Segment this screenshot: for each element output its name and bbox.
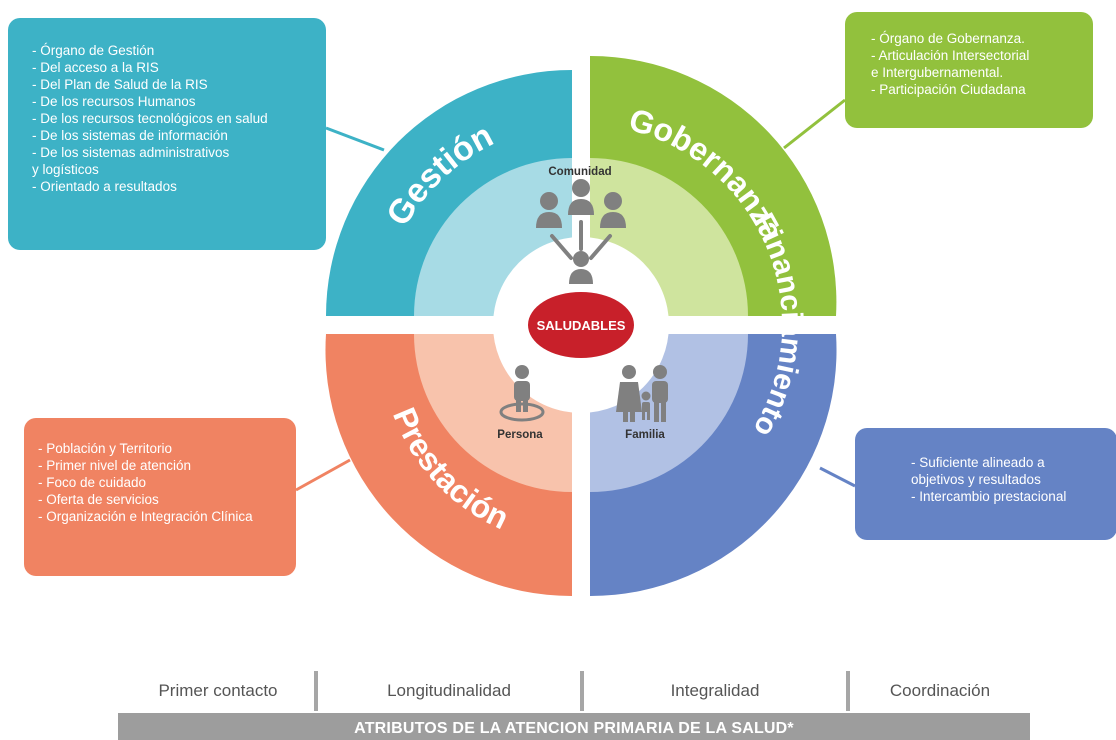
- attributes-bar: ATRIBUTOS DE LA ATENCION PRIMARIA DE LA …: [118, 713, 1030, 740]
- connector-financiamiento: [819, 466, 856, 488]
- connector-gobernanza: [783, 98, 846, 150]
- familia-icon: [616, 365, 668, 422]
- saludables-ellipse: [528, 292, 634, 358]
- connector-gestion: [325, 126, 385, 152]
- gobernanza-list: - Órgano de Gobernanza. - Articulación In…: [871, 30, 1083, 98]
- comunidad-label: Comunidad: [548, 166, 611, 178]
- financiamiento-item: - Intercambio prestacional: [911, 489, 1067, 504]
- gestion-item: - De los sistemas administrativos y logí…: [32, 145, 230, 177]
- prestacion-item: - Organización e Integración Clínica: [38, 509, 253, 524]
- gestion-item: - De los recursos tecnológicos en salud: [32, 111, 268, 126]
- gobernanza-item: - Órgano de Gobernanza.: [871, 31, 1025, 46]
- attribute-separator: [846, 671, 850, 711]
- financiamiento-box: - Suficiente alineado a objetivos y resu…: [855, 428, 1116, 540]
- gestion-list: - Órgano de Gestión - Del acceso a la RIS…: [32, 42, 316, 195]
- gestion-item: - De los sistemas de información: [32, 128, 228, 143]
- gobernanza-item: - Articulación Intersectorial e Intergub…: [871, 48, 1030, 80]
- individual-person-icon: [569, 251, 593, 284]
- connection-lines-icon: [550, 220, 612, 260]
- persona-icon: [499, 365, 545, 422]
- familia-label: Familia: [625, 429, 665, 441]
- prestacion-box: - Población y Territorio - Primer nivel d…: [24, 418, 296, 576]
- gestion-item: - Del acceso a la RIS: [32, 60, 159, 75]
- gestion-item: - Del Plan de Salud de la RIS: [32, 77, 208, 92]
- gestion-item: - Orientado a resultados: [32, 179, 177, 194]
- attribute-integralidad: Integralidad: [670, 681, 760, 700]
- gobernanza-item: - Participación Ciudadana: [871, 82, 1026, 97]
- attribute-separator: [580, 671, 584, 711]
- financiamiento-list: - Suficiente alineado a objetivos y resu…: [865, 454, 1107, 505]
- prestacion-item: - Primer nivel de atención: [38, 458, 192, 473]
- attribute-longitudinalidad: Longitudinalidad: [387, 681, 511, 700]
- comunidad-group-icon: [536, 179, 626, 228]
- attribute-separator: [314, 671, 318, 711]
- persona-label: Persona: [497, 429, 543, 441]
- attribute-primer-contacto: Primer contacto: [158, 681, 278, 700]
- gobernanza-box: - Órgano de Gobernanza. - Articulación In…: [845, 12, 1093, 128]
- attribute-coordinacion: Coordinación: [889, 681, 991, 700]
- prestacion-item: - Foco de cuidado: [38, 475, 147, 490]
- gestion-box: - Órgano de Gestión - Del acceso a la RIS…: [8, 18, 326, 250]
- prestacion-item: - Población y Territorio: [38, 441, 173, 456]
- prestacion-list: - Población y Territorio - Primer nivel d…: [38, 440, 286, 525]
- financiamiento-item: - Suficiente alineado a objetivos y resu…: [911, 455, 1045, 487]
- connector-prestacion: [295, 458, 351, 492]
- prestacion-item: - Oferta de servicios: [38, 492, 159, 507]
- gestion-item: - De los recursos Humanos: [32, 94, 196, 109]
- gestion-item: - Órgano de Gestión: [32, 43, 155, 58]
- saludables-label: SALUDABLES: [537, 318, 626, 333]
